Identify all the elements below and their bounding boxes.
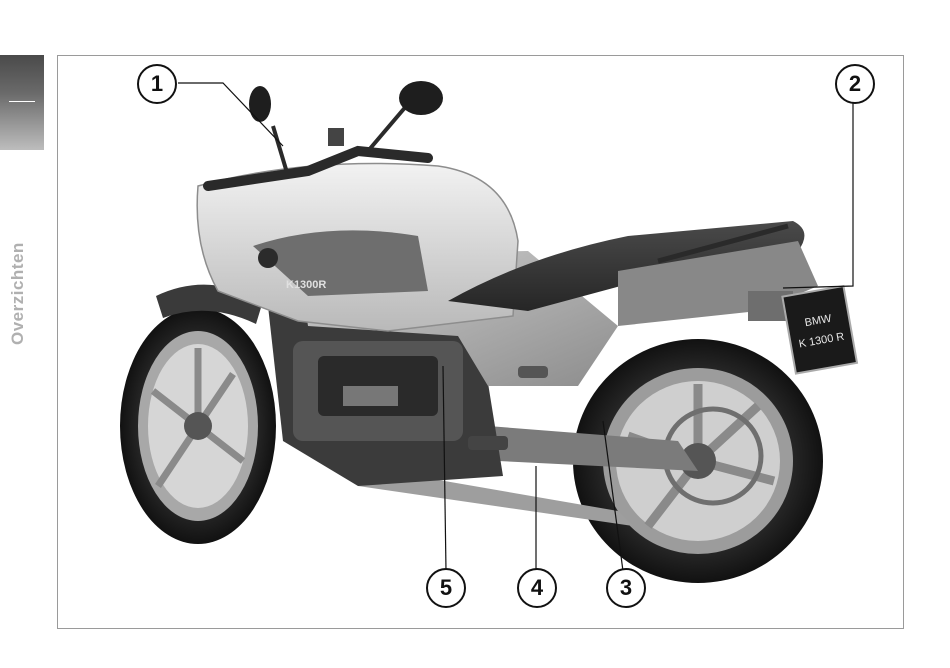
brand-roundel [258, 248, 278, 268]
callout-3: 3 [606, 568, 646, 608]
callout-1: 1 [137, 64, 177, 104]
license-plate: BMW K 1300 R [782, 286, 857, 374]
motorcycle-illustration: K1300R [58, 56, 904, 629]
right-mirror [399, 81, 443, 115]
front-wheel [120, 285, 276, 544]
chapter-label: Overzichten [8, 242, 28, 345]
callout-4: 4 [517, 568, 557, 608]
left-mirror [249, 86, 271, 122]
callout-2: 2 [835, 64, 875, 104]
motorcycle-figure: K1300R [57, 55, 904, 629]
callout-5: 5 [426, 568, 466, 608]
chapter-tab-rule [9, 101, 35, 102]
side-badge: K1300R [286, 279, 326, 291]
chapter-tab [0, 55, 44, 150]
